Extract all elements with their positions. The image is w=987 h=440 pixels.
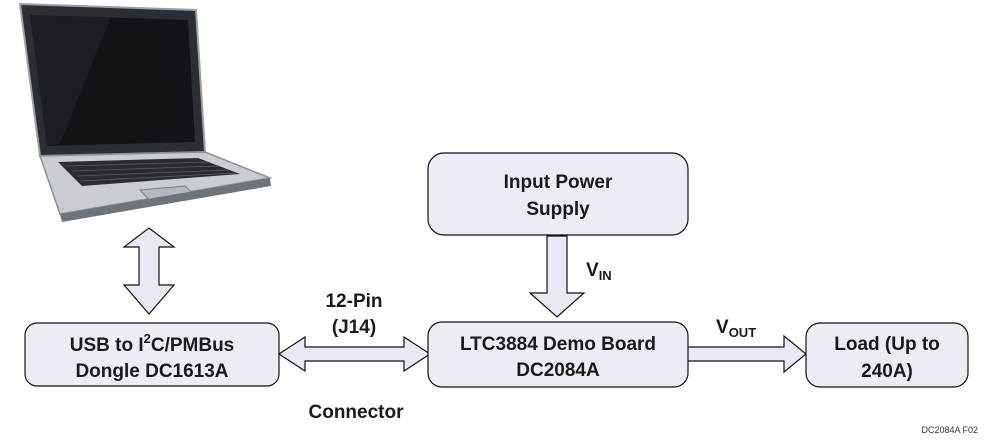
vout-arrow: [686, 334, 807, 374]
connector-arrow: [277, 335, 432, 373]
vin-sub: IN: [599, 268, 612, 283]
vout-sub: OUT: [729, 325, 757, 340]
dongle-line1-sup: 2: [144, 331, 151, 346]
input-power-box: Input Power Supply: [427, 152, 689, 236]
demo-board-line1: LTC3884 Demo Board: [460, 334, 656, 355]
dongle-line1-pre: USB to I: [70, 335, 144, 356]
load-line2: 240A): [861, 361, 913, 382]
laptop-icon: [18, 2, 273, 222]
dongle-box: USB to I2C/PMBus Dongle DC1613A: [24, 322, 280, 387]
vin-arrow: [528, 235, 586, 318]
vin-label: VIN: [586, 260, 612, 283]
load-box: Load (Up to 240A): [805, 322, 969, 388]
input-power-line2: Supply: [526, 199, 590, 220]
pin-label-line1: 12-Pin: [325, 291, 382, 312]
pin-label-line2: (J14): [332, 317, 376, 338]
dongle-line2: Dongle DC1613A: [75, 361, 228, 382]
laptop-dongle-arrow: [122, 227, 176, 315]
vin-main: V: [586, 260, 599, 281]
figure-id: DC2084A F02: [921, 425, 978, 435]
demo-board-box: LTC3884 Demo Board DC2084A: [427, 321, 689, 388]
demo-board-line2: DC2084A: [516, 360, 600, 381]
dongle-line1-post: C/PMBus: [151, 335, 234, 356]
vout-main: V: [716, 317, 729, 338]
input-power-line1: Input Power: [504, 172, 613, 193]
load-line1: Load (Up to: [834, 334, 940, 355]
vout-label: VOUT: [716, 317, 756, 340]
svg-text:USB to I2C/PMBus: USB to I2C/PMBus: [70, 331, 235, 356]
connector-label: Connector: [309, 402, 405, 423]
